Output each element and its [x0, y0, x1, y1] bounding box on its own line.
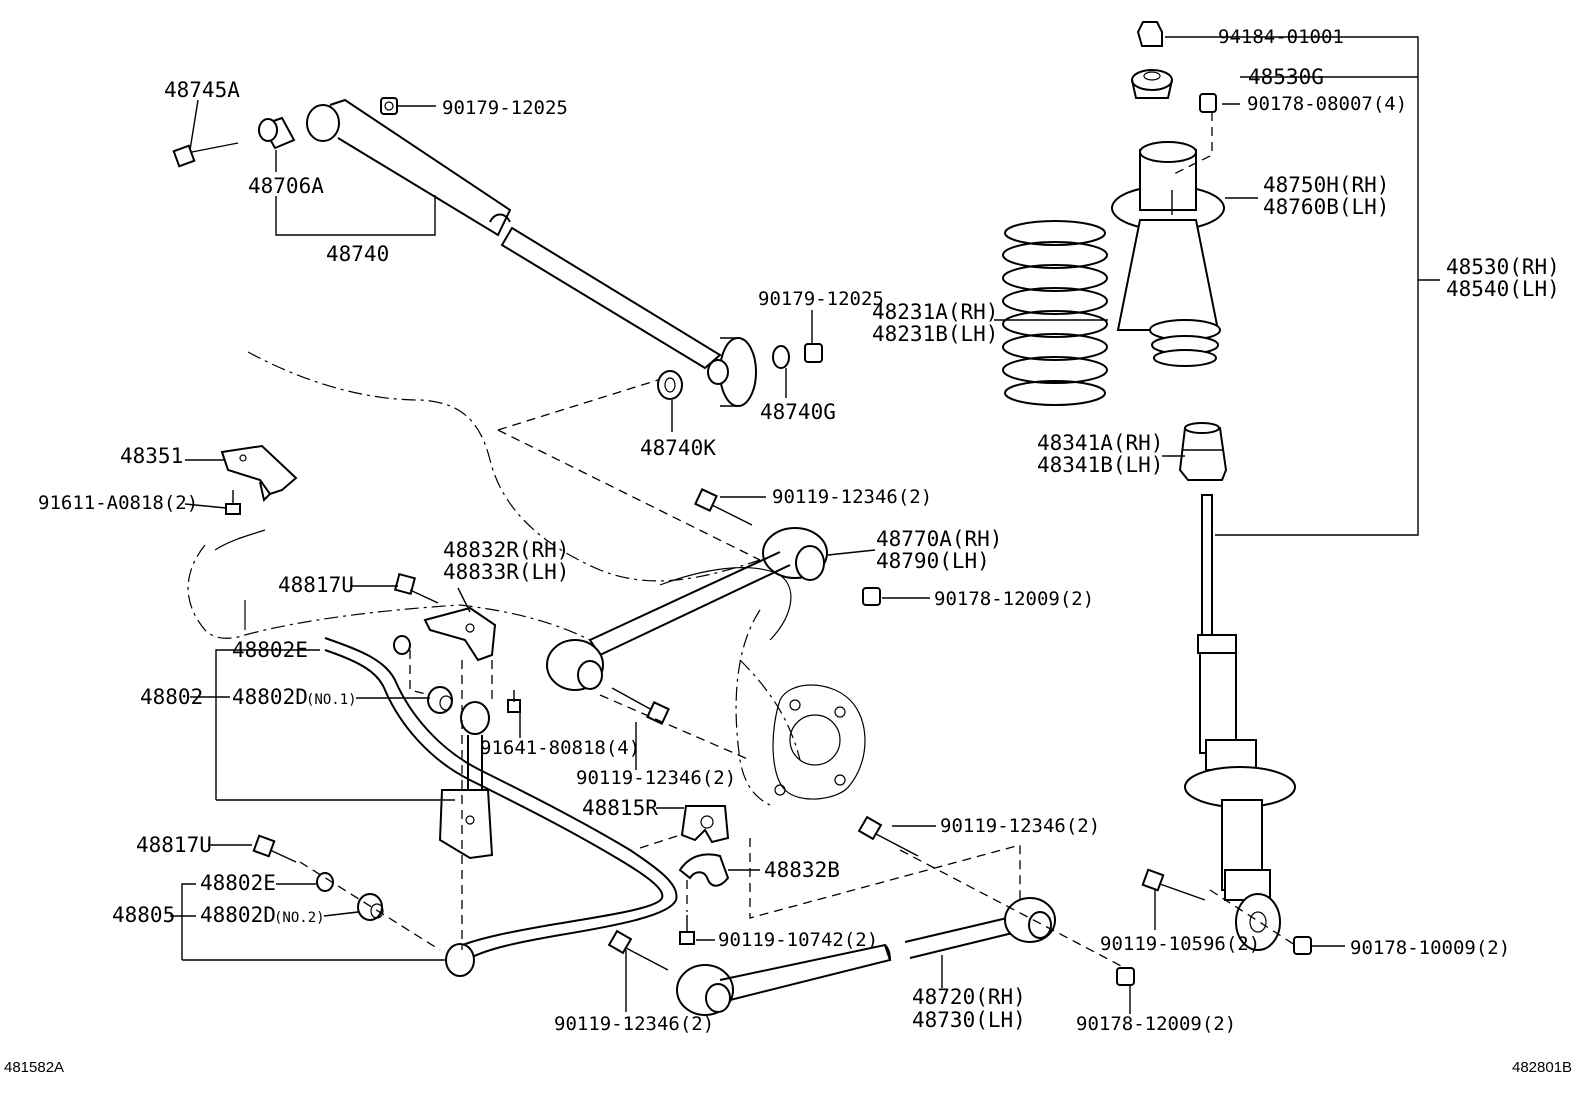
upper-control-arm	[172, 97, 823, 407]
nut-icon	[380, 97, 398, 115]
label-48802E-top: 48802E	[232, 638, 308, 662]
nut-icon	[862, 587, 881, 606]
label-48341B: 48341B(LH)	[1037, 453, 1163, 477]
assembly-dashed-lines	[299, 112, 1296, 969]
label-48351: 48351	[120, 444, 183, 468]
bolt-icon	[393, 572, 439, 604]
label-48720: 48720(RH)	[912, 985, 1026, 1009]
lateral-control-arm	[546, 488, 881, 725]
stabilizer-bar	[252, 572, 730, 977]
label-48817U-lower: 48817U	[136, 833, 212, 857]
label-48760B: 48760B(LH)	[1263, 195, 1389, 219]
label-48832R: 48832R(RH)	[443, 538, 569, 562]
label-90178-08007: 90178-08007(4)	[1247, 93, 1407, 115]
label-48740G: 48740G	[760, 400, 836, 424]
label-48833R: 48833R(LH)	[443, 560, 569, 584]
label-90119-10596: 90119-10596(2)	[1100, 933, 1260, 955]
stabilizer-link-icon	[438, 701, 494, 860]
bushing-icon	[393, 635, 411, 655]
label-91641-80818: 91641-80818(4)	[480, 737, 640, 759]
label-48540-lh: 48540(LH)	[1446, 277, 1560, 301]
axle-housing	[214, 529, 266, 630]
label-48750H: 48750H(RH)	[1263, 173, 1389, 197]
label-90179-12025-right: 90179-12025	[758, 288, 884, 310]
label-48745A: 48745A	[164, 78, 240, 102]
shock-absorber-icon	[1184, 494, 1296, 951]
label-90178-12009-mid: 90178-12009(2)	[934, 588, 1094, 610]
upper-mount-icon	[1111, 141, 1225, 367]
figure-ref-left: 481582A	[4, 1059, 64, 1076]
label-90119-12346-lower: 90119-12346(2)	[554, 1013, 714, 1035]
bump-stop-icon	[1178, 422, 1228, 481]
label-90178-12009-lower: 90178-12009(2)	[1076, 1013, 1236, 1035]
label-48802D-lower: 48802D	[200, 903, 276, 927]
label-48770A: 48770A(RH)	[876, 527, 1002, 551]
bolt-icon	[507, 690, 521, 713]
lower-control-arm	[607, 815, 1135, 1016]
nut-icon	[804, 343, 823, 363]
label-90178-10009: 90178-10009(2)	[1350, 937, 1510, 959]
bolt-icon	[225, 490, 241, 515]
label-48730: 48730(LH)	[912, 1008, 1026, 1032]
part-labels: 94184-01001 48530G 90178-08007(4) 48750H…	[38, 26, 1560, 1035]
bracket-icon	[423, 606, 497, 662]
label-48817U-top: 48817U	[278, 573, 354, 597]
label-48815R: 48815R	[582, 796, 658, 820]
label-48802E-lower: 48802E	[200, 871, 276, 895]
label-48341A: 48341A(RH)	[1037, 431, 1163, 455]
axle-carrier	[659, 566, 866, 800]
label-48231A: 48231A(RH)	[872, 300, 998, 324]
label-48805: 48805	[112, 903, 175, 927]
nut-icon	[1293, 936, 1312, 955]
label-48740: 48740	[326, 242, 389, 266]
bolt-icon	[1141, 868, 1206, 901]
label-90119-12346-right: 90119-12346(2)	[940, 815, 1100, 837]
label-48530-rh: 48530(RH)	[1446, 255, 1560, 279]
bracket-icon	[678, 853, 730, 887]
label-48832B: 48832B	[764, 858, 840, 882]
label-90119-12346-mid: 90119-12346(2)	[576, 767, 736, 789]
label-94184-01001: 94184-01001	[1218, 26, 1344, 48]
bolt-icon	[679, 915, 695, 945]
washer-icon	[772, 345, 790, 369]
bolt-icon	[857, 815, 919, 857]
shock-absorber-assembly	[1002, 21, 1312, 955]
label-48790: 48790(LH)	[876, 549, 990, 573]
nut-icon	[1116, 967, 1135, 986]
figure-ref-right: 482801B	[1512, 1059, 1572, 1076]
leader-lines	[170, 36, 1440, 1014]
bolt-icon	[694, 488, 753, 526]
coil-spring-icon	[1002, 220, 1108, 406]
cap-nut-icon	[1136, 21, 1163, 47]
label-48802D-top: 48802D	[232, 685, 308, 709]
label-48231B: 48231B(LH)	[872, 322, 998, 346]
bracket-icon	[220, 444, 298, 502]
label-48740K: 48740K	[640, 436, 716, 460]
label-90179-12025-top: 90179-12025	[442, 97, 568, 119]
label-48802D-no2: (NO.2)	[274, 910, 325, 926]
washer-icon	[657, 370, 683, 400]
retainer-icon	[1131, 69, 1173, 99]
label-90119-10742: 90119-10742(2)	[718, 929, 878, 951]
bushing-icon	[680, 805, 730, 844]
label-48802D-no1: (NO.1)	[306, 692, 357, 708]
bolt-icon	[607, 929, 669, 971]
bolt-icon	[252, 834, 297, 863]
label-48530G: 48530G	[1248, 65, 1324, 89]
bushing-icon	[427, 686, 453, 714]
label-48706A: 48706A	[248, 174, 324, 198]
bolt-icon	[172, 142, 239, 168]
bolt-icon	[611, 687, 670, 725]
body-frame-outline	[187, 351, 801, 806]
label-91611-A0818: 91611-A0818(2)	[38, 492, 198, 514]
nut-icon	[1199, 93, 1217, 113]
label-48802: 48802	[140, 685, 203, 709]
bushing-icon	[357, 893, 384, 921]
label-90119-12346-top: 90119-12346(2)	[772, 486, 932, 508]
